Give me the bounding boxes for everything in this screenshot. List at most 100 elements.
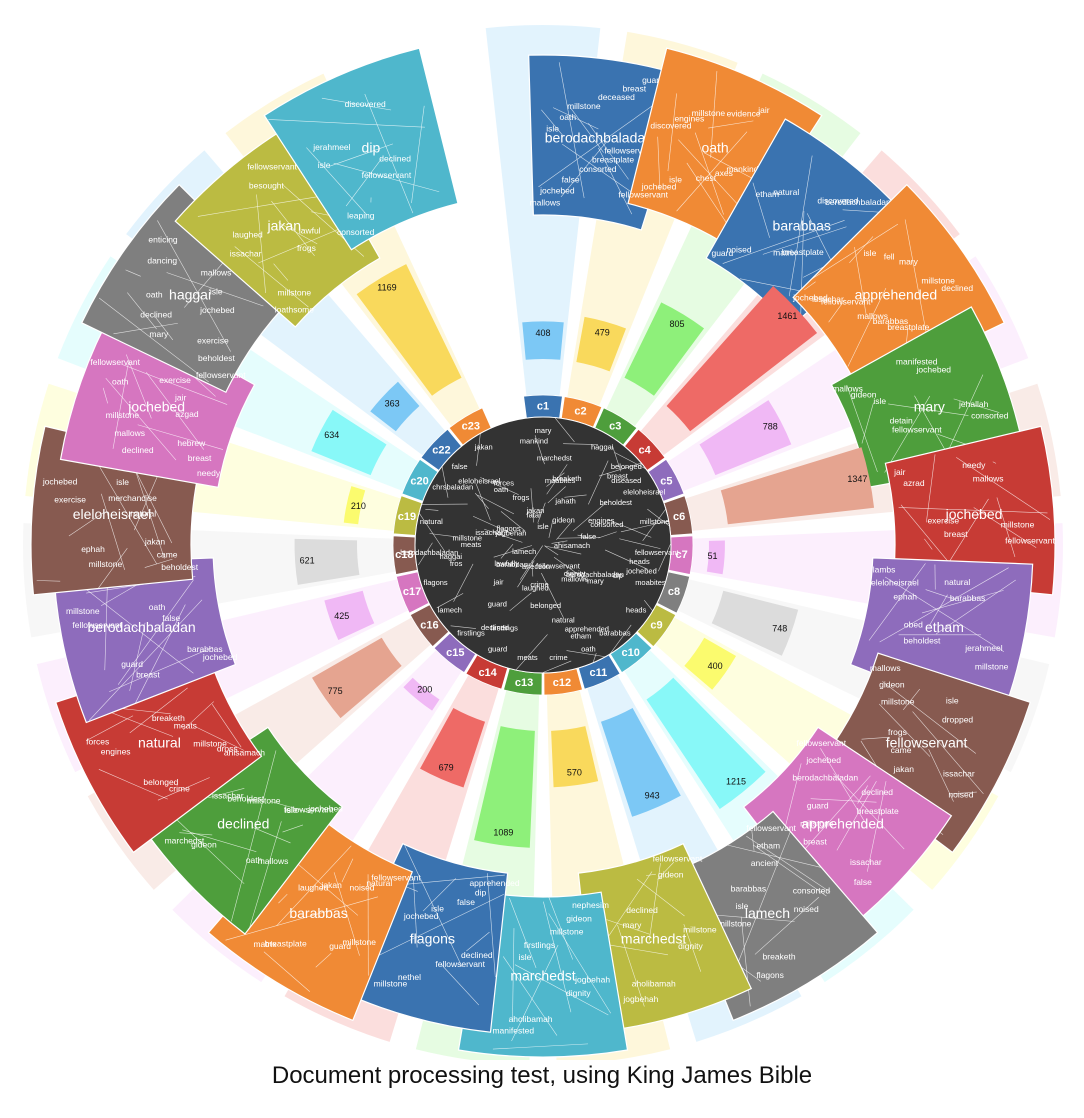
panel-cell-line	[282, 824, 304, 833]
ring-inner-word-c11: oath	[581, 645, 596, 654]
panel-cell-line	[722, 220, 845, 264]
panel-cell-line	[36, 580, 61, 582]
outer-panel-word: guard	[121, 659, 143, 669]
outer-panel-word: declined	[461, 950, 493, 960]
panel-cell-line	[942, 498, 989, 572]
core-cell-line	[592, 653, 597, 663]
outer-panel-word: breastplate	[592, 155, 634, 165]
bar-c4	[666, 286, 818, 432]
panel-cell-line	[570, 108, 604, 153]
ring-inner-word-c13: meats	[517, 653, 538, 662]
panel-cell-line	[276, 845, 352, 927]
core-word: laughed	[522, 583, 549, 592]
panel-cell-line	[196, 726, 245, 751]
outer-panel-word: guard	[807, 800, 829, 810]
outer-panel-word: declined	[861, 787, 893, 797]
outer-panel-word: isle	[519, 952, 532, 962]
core-cell-line	[476, 433, 481, 466]
outer-panel-word: beholdest	[227, 793, 265, 803]
outer-panel-word: jochebed	[792, 292, 828, 302]
panel-cell-line	[788, 155, 813, 297]
panel-cell-line	[861, 736, 890, 740]
panel-cell-line	[109, 646, 214, 693]
outer-panel-word: jehallah	[958, 399, 989, 409]
outer-panel-label-6: jochebed	[945, 506, 1003, 522]
core-cell-line	[477, 494, 515, 515]
outer-panel-word: breastplate	[782, 247, 824, 257]
core-cell-line	[418, 512, 446, 552]
panel-cell-line	[953, 398, 1000, 413]
outer-panel-label-21: jakan	[267, 218, 301, 234]
ring-label-c22: c22	[432, 445, 450, 457]
bar-c22	[370, 381, 420, 432]
outer-panel-word: fellowservant	[196, 370, 246, 380]
outer-panel-word: mallows	[114, 428, 145, 438]
ring-label-c1: c1	[537, 400, 549, 412]
panel-cell-line	[828, 299, 846, 323]
core-word: jahath	[554, 497, 575, 506]
panel-cell-line	[912, 711, 984, 795]
core-cell-line	[609, 624, 632, 655]
core-cell-line	[544, 546, 559, 556]
outer-panel-word: nethel	[398, 972, 421, 982]
outer-panel-word: exercise	[197, 335, 229, 345]
outer-panel-word: manifested	[896, 356, 938, 366]
outer-panel-word: isle	[864, 248, 877, 258]
outer-panel-label-7: etham	[925, 619, 964, 635]
outer-panel-word: consorted	[793, 885, 831, 895]
core-cell-line	[608, 519, 652, 538]
panel-cell-line	[333, 872, 360, 956]
outer-panel-word: millstone	[106, 410, 140, 420]
outer-panel-word: barabbas	[187, 644, 222, 654]
bar-value-label-c7: 51	[708, 551, 718, 561]
panel-cell-line	[646, 873, 656, 876]
outer-panel-word: fellowservant	[796, 738, 846, 748]
core-cell-line	[429, 533, 459, 538]
outer-panel-word: isle	[546, 123, 559, 133]
panel-cell-line	[657, 861, 675, 880]
panel-cell-line	[514, 964, 609, 1016]
core-word: barabbas	[496, 560, 528, 569]
bar-value-label-c8: 748	[772, 624, 787, 634]
bar-c3	[624, 302, 705, 396]
outer-panel-word: engines	[101, 747, 131, 757]
panel-cell-line	[98, 548, 128, 589]
core-cell-line	[620, 520, 669, 533]
panel-cell-line	[263, 951, 310, 992]
outer-panel-word: gideon	[658, 869, 684, 879]
outer-panel-word: breaketh	[763, 951, 796, 961]
bar-value-label-c14: 679	[439, 762, 454, 772]
core-word: lamech	[512, 547, 536, 556]
outer-panel-word: azrad	[903, 478, 925, 488]
panel-cell-line	[553, 107, 599, 130]
outer-panel-label-19: jochebed	[127, 398, 185, 414]
panel-cell-line	[849, 236, 874, 264]
outer-panel-word: fellowservant	[618, 189, 668, 199]
outer-panel-word: needy	[197, 468, 221, 478]
core-cell-line	[544, 545, 582, 555]
outer-panel-word: dignity	[678, 941, 703, 951]
core-word: dip	[613, 571, 623, 580]
bar-c14	[420, 707, 486, 788]
panel-cell-line	[511, 944, 559, 1042]
panel-cell-line	[588, 122, 629, 180]
panel-cell-line	[112, 360, 130, 449]
panel-cell-line	[88, 599, 203, 721]
bar-c23	[356, 264, 462, 396]
panel-cell-line	[996, 497, 1016, 558]
outer-panel-word: lawful	[299, 225, 321, 235]
core-cell-line	[548, 520, 554, 538]
ring-label-c18: c18	[395, 549, 413, 561]
core-cell-line	[509, 592, 532, 612]
outer-panel-word: hebrew	[177, 438, 206, 448]
core-word: affection	[522, 562, 550, 571]
outer-panel-word: came	[891, 745, 912, 755]
bar-value-label-c1: 408	[535, 328, 550, 338]
panel-cell-line	[512, 928, 515, 1021]
outer-panel-word: discovered	[345, 99, 386, 109]
chart-caption: Document processing test, using King Jam…	[271, 1062, 813, 1089]
outer-panel-word: breast	[803, 837, 827, 847]
panel-cell-line	[273, 263, 289, 281]
